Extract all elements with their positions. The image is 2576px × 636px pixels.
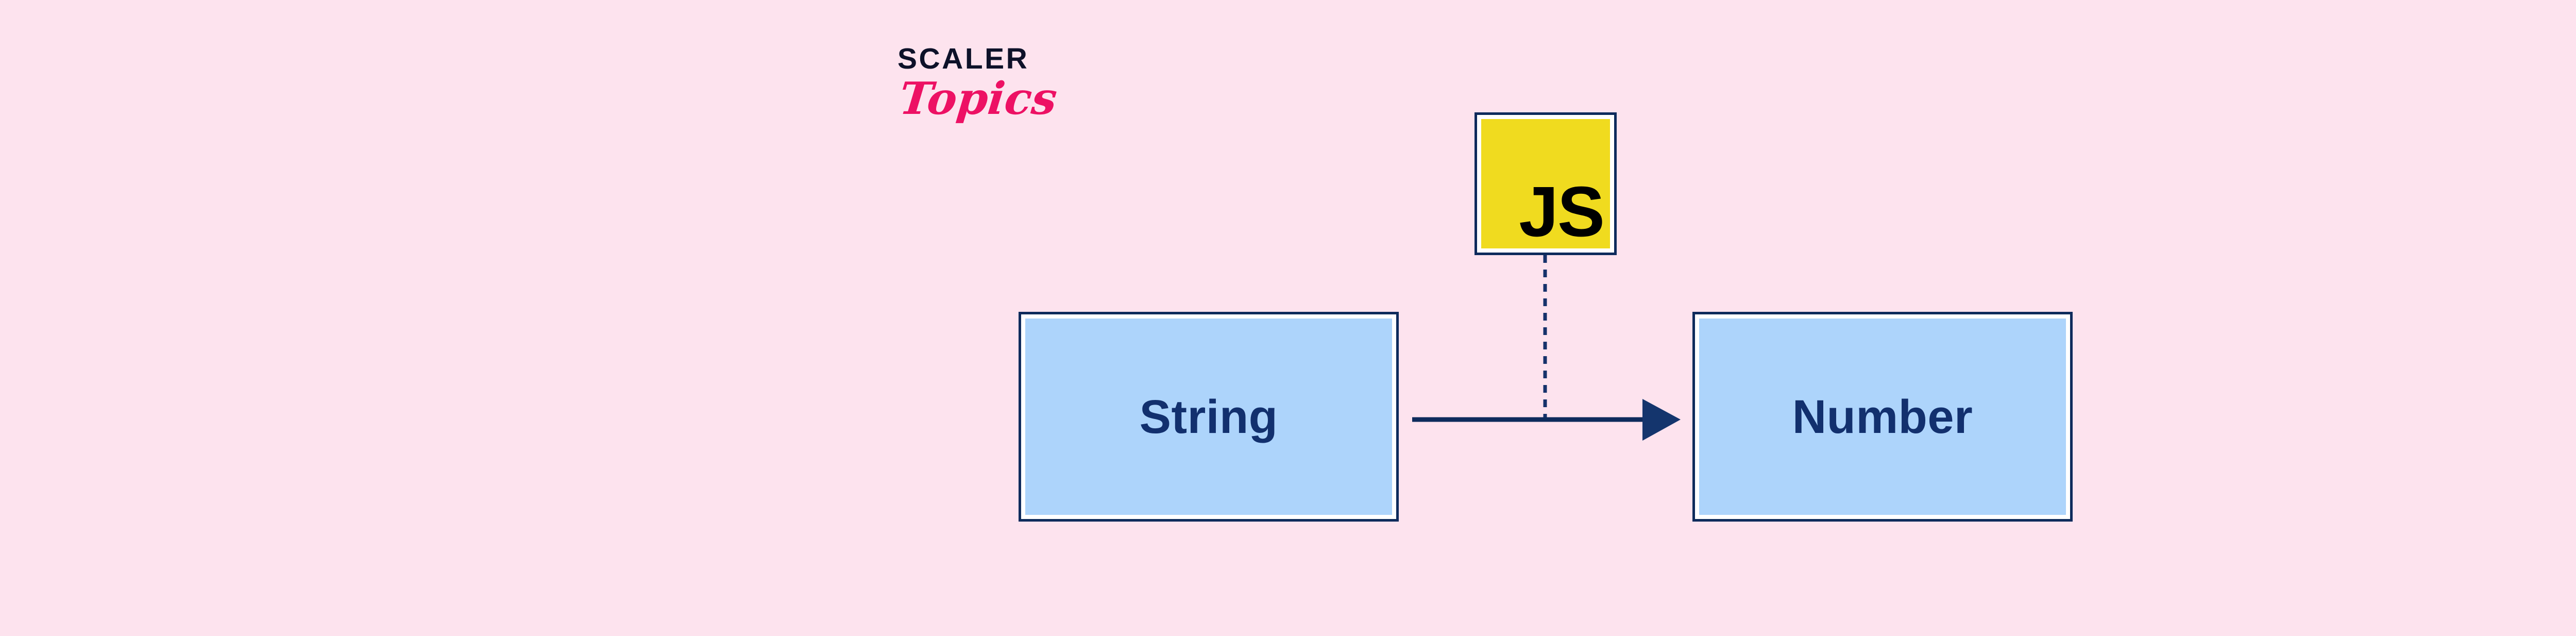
node-string-fill: String — [1025, 319, 1392, 515]
node-number-label: Number — [1792, 390, 1973, 443]
conversion-arrowhead — [1642, 399, 1681, 441]
node-string: String — [1019, 312, 1399, 522]
node-number: Number — [1692, 312, 2073, 522]
scaler-topics-logo: SCALER Topics — [896, 42, 1060, 137]
js-badge-fill: JS — [1481, 119, 1610, 248]
node-string-label: String — [1139, 390, 1278, 443]
brand-wordmark: SCALER — [897, 42, 1029, 75]
brand-script-topics: Topics — [896, 73, 1060, 125]
js-badge-label: JS — [1519, 172, 1605, 252]
node-number-fill: Number — [1699, 319, 2066, 515]
js-badge: JS — [1475, 112, 1617, 255]
